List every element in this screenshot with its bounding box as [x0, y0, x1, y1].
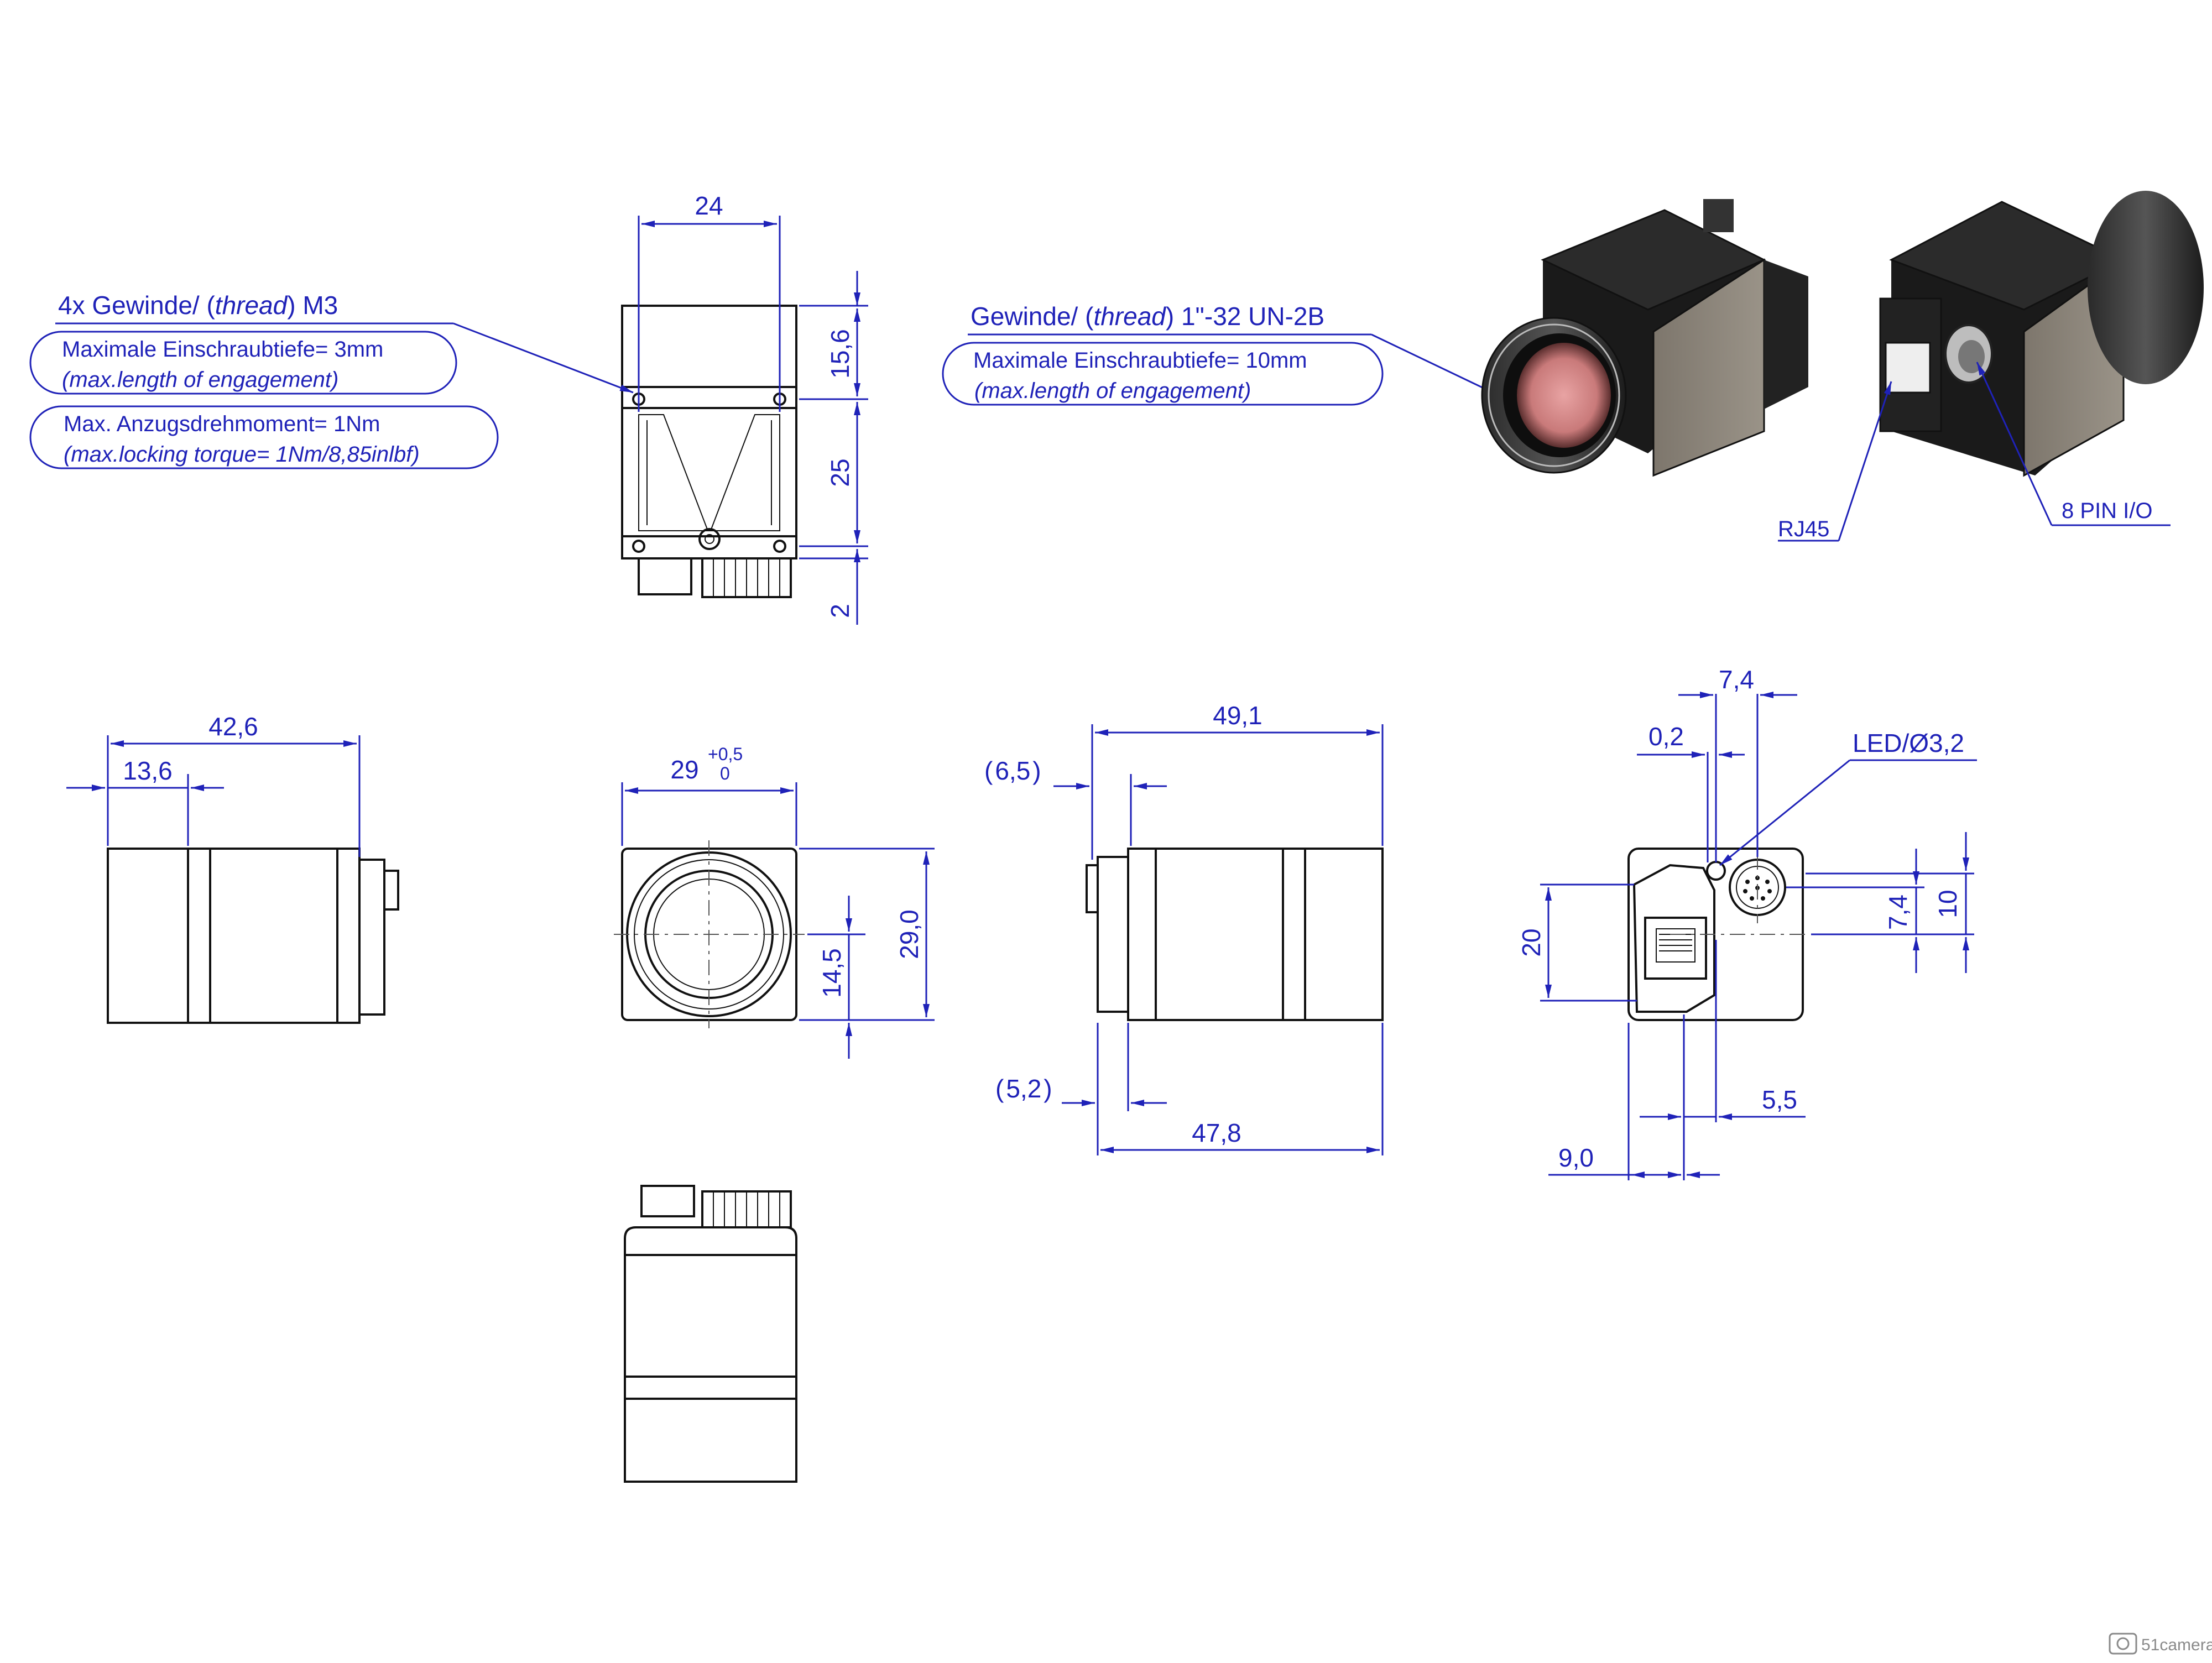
dim-height-25: 25	[826, 458, 854, 487]
front-view: 29 +0,5 0 29,0 14,5	[614, 744, 935, 1059]
dim-height-15-6: 15,6	[826, 329, 854, 379]
dim-offset-5-2: (5,2)	[995, 1074, 1052, 1103]
screw-icon	[698, 528, 721, 550]
dim-tolerance-lower: 0	[720, 763, 730, 783]
m3-torque-text: Max. Anzugsdrehmoment= 1Nm	[64, 412, 380, 436]
dim-width-24: 24	[695, 191, 723, 220]
dim-height-14-5: 14,5	[817, 948, 846, 998]
m3-depth-text: Maximale Einschraubtiefe= 3mm	[62, 337, 383, 362]
m3-depth-box	[29, 331, 457, 395]
dim-0-2: 0,2	[1648, 722, 1684, 751]
top-view-upper-body	[621, 305, 797, 409]
lens-depth-box	[942, 342, 1384, 406]
lens-thread-callout: Gewinde/ (thread) 1"-32 UN-2B Maximale E…	[942, 302, 1563, 427]
iso-rear-lens-mount	[2088, 191, 2204, 384]
isometric-rear	[1879, 191, 2204, 477]
dim-width-29: 29	[670, 755, 698, 784]
lens-depth-text-en: (max.length of engagement)	[974, 379, 1251, 403]
top-view-io-connector	[701, 557, 792, 598]
dim-length-42-6: 42,6	[208, 712, 258, 741]
m3-torque-box	[29, 405, 499, 469]
m3-thread-callout: 4x Gewinde/ (thread) M3 Maximale Einschr…	[29, 291, 634, 469]
watermark: 51camera	[2109, 1633, 2212, 1655]
bottom-view-body	[624, 1226, 797, 1483]
m3-depth-text-en: (max.length of engagement)	[62, 368, 338, 392]
dim-height-10: 10	[1933, 890, 1962, 918]
long-view-body	[1127, 848, 1384, 1021]
dim-offset-6-5: (6,5)	[984, 756, 1041, 785]
m3-hole-icon	[632, 540, 645, 553]
iso-rj45-icon	[1885, 342, 1931, 394]
iso-connector-top	[1703, 199, 1734, 232]
bottom-view-rj45	[640, 1185, 695, 1217]
dim-5-5: 5,5	[1762, 1085, 1797, 1114]
top-view: 24 15,6 25 2	[621, 191, 868, 625]
top-view-rj45	[638, 557, 692, 595]
lens-depth-text: Maximale Einschraubtiefe= 10mm	[973, 348, 1307, 373]
side-view-connector	[358, 859, 385, 1016]
long-side-view: 49,1 (6,5) (5,2) 47,8	[984, 701, 1384, 1155]
label-rj45: RJ45	[1778, 517, 1829, 541]
label-led: LED/Ø3,2	[1853, 729, 1964, 757]
dim-height-29-0: 29,0	[895, 909, 924, 959]
m3-callout-title: 4x Gewinde/ (thread) M3	[58, 291, 338, 320]
long-view-connector	[1097, 856, 1129, 1013]
dim-length-49-1: 49,1	[1213, 701, 1262, 730]
isometric-front	[1481, 199, 1808, 477]
lens-callout-title: Gewinde/ (thread) 1"-32 UN-2B	[971, 302, 1324, 331]
dim-7-4-top: 7,4	[1719, 665, 1754, 694]
side-view-body	[107, 848, 361, 1024]
dim-height-7-4: 7,4	[1884, 895, 1912, 930]
m3-torque-text-en: (max.locking torque= 1Nm/8,85inlbf)	[64, 442, 420, 467]
dim-length-47-8: 47,8	[1192, 1118, 1241, 1147]
side-view: 42,6 13,6	[66, 712, 399, 1024]
rj45-port-icon	[1644, 917, 1707, 980]
m3-hole-icon	[773, 540, 786, 553]
dim-length-13-6: 13,6	[123, 756, 173, 785]
led-icon	[1706, 861, 1726, 881]
camera-logo-icon	[2109, 1633, 2137, 1655]
bottom-view	[624, 1185, 797, 1483]
dim-tolerance-upper: +0,5	[708, 744, 743, 764]
dim-height-2: 2	[826, 604, 854, 618]
watermark-text: 51camera	[2141, 1636, 2212, 1654]
top-view-lower-body	[621, 386, 797, 559]
iso-leader-labels: RJ45 8 PIN I/O	[1778, 362, 2171, 542]
dim-9-0: 9,0	[1558, 1143, 1594, 1172]
label-8-pin-io: 8 PIN I/O	[2062, 499, 2153, 523]
dim-height-20: 20	[1517, 928, 1546, 956]
rear-view: 7,4 0,2 LED/Ø3,2 20 7,4 10 5,5 9	[1517, 665, 1977, 1180]
rear-rj45-panel	[1632, 864, 1715, 1013]
iso-lens-glass	[1517, 343, 1611, 448]
